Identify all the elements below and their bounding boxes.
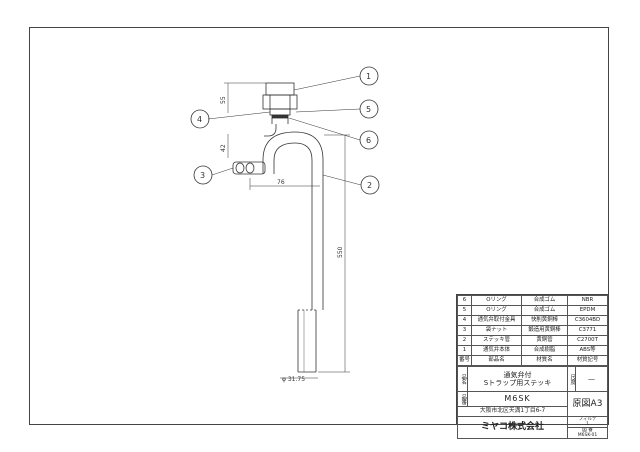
balloon-1: [359, 66, 379, 86]
balloon-6: [359, 130, 379, 150]
company-name: ミヤコ株式会社: [457, 416, 568, 439]
balloon-3-label: 3: [200, 171, 205, 180]
balloon-4-label: 4: [197, 115, 202, 124]
balloon-5: [359, 99, 379, 119]
valve-fitting: [269, 108, 291, 116]
balloon-2: [360, 175, 380, 195]
balloon-4: [190, 109, 210, 129]
product-name-line1: 通気弁付: [503, 370, 532, 379]
stick-pipe: [271, 118, 289, 124]
file-label: フィルデ: [578, 417, 597, 423]
balloon-3: [193, 165, 213, 185]
balloon-6-label: 6: [366, 136, 371, 145]
dim-cap-height: 55: [220, 96, 227, 104]
dim-trap-height: 42: [220, 144, 227, 152]
drawing-no-label: 図 番: [582, 428, 593, 434]
title-table: 品名 通気弁付 Sトラップ用ステッキ 尺度 — 品番 M6SK 原図A3 大阪市…: [457, 366, 608, 439]
dim-diameter: φ 31.75: [282, 376, 305, 383]
scale-label: 尺度: [567, 366, 576, 392]
dim-offset: 76: [277, 179, 285, 186]
balloon-2-label: 2: [367, 181, 372, 190]
company-address: 大阪市北区天満1丁目6-7: [457, 406, 568, 417]
drawing-frame: [29, 27, 609, 425]
balloon-1-label: 1: [366, 72, 371, 81]
name-label: 品名: [457, 366, 468, 392]
model-number: M6SK: [467, 391, 568, 407]
drawing-number: M6SK-01: [577, 433, 598, 438]
table-header: 番号部品名材質名材質記号: [457, 355, 608, 366]
scale-value: —: [575, 366, 608, 392]
product-name-line2: Sトラップ用ステッキ: [483, 379, 552, 387]
vent-valve-body: [265, 82, 295, 96]
balloon-5-label: 5: [366, 105, 371, 114]
sheet-size: 原図A3: [567, 391, 608, 417]
vent-valve-base: [262, 94, 298, 110]
model-label: 品番: [457, 391, 468, 407]
dim-length: 550: [337, 246, 344, 258]
file-value: 1: [586, 422, 589, 427]
